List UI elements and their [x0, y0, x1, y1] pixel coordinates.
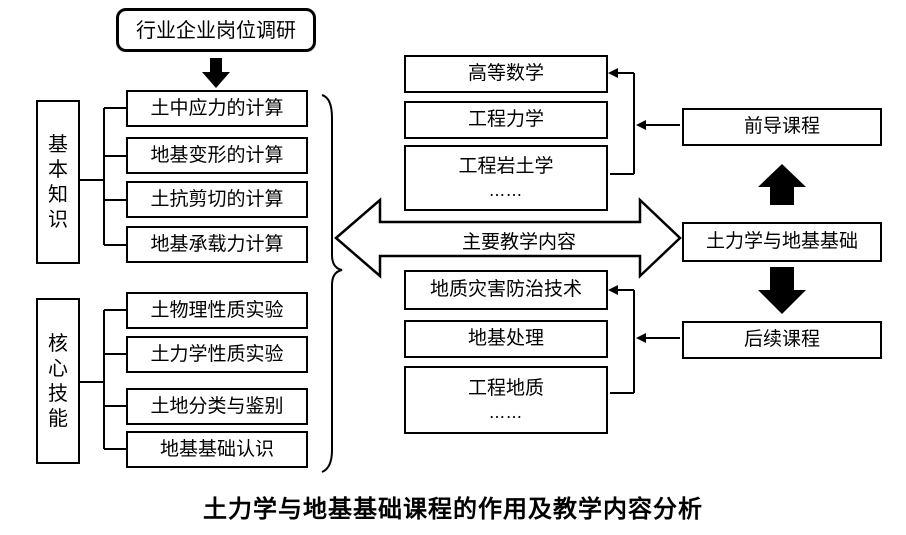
- followup-course: 工程地质 ……: [404, 366, 608, 434]
- skill-item-label: 土力学性质实验: [150, 342, 284, 365]
- prerequisite-label: 前导课程: [743, 115, 820, 138]
- center-course-box: 土力学与地基基础: [682, 222, 882, 262]
- knowledge-item-label: 土中应力的计算: [150, 96, 284, 119]
- course-label: 高等数学: [467, 62, 544, 85]
- skill-item-label: 土地分类与鉴别: [150, 394, 284, 417]
- skill-item-label: 土物理性质实验: [150, 298, 284, 321]
- knowledge-char: 识: [48, 207, 68, 231]
- skills-char: 技: [48, 381, 68, 405]
- followup-course: 地基处理: [404, 320, 608, 358]
- knowledge-item-label: 地基变形的计算: [150, 143, 284, 166]
- knowledge-char: 本: [48, 157, 68, 181]
- figure-caption: 土力学与地基基础课程的作用及教学内容分析: [203, 495, 703, 523]
- knowledge-char: 基: [48, 132, 68, 156]
- industry-survey-label: 行业企业岗位调研: [136, 17, 296, 42]
- more-ellipsis: ……: [489, 180, 523, 200]
- content-brace: [321, 94, 343, 473]
- knowledge-item-label: 土抗剪切的计算: [150, 187, 284, 210]
- survey-down-arrow: [202, 58, 230, 88]
- knowledge-item: 地基变形的计算: [126, 137, 308, 174]
- skills-connector: [80, 309, 126, 450]
- prerequisite-course: 工程岩土学 ……: [404, 145, 608, 211]
- prerequisite-course: 工程力学: [404, 101, 608, 139]
- skills-char: 能: [48, 406, 68, 430]
- prerequisite-label-box: 前导课程: [682, 108, 882, 146]
- prerequisite-course: 高等数学: [404, 55, 608, 93]
- course-label: 工程地质: [467, 376, 544, 399]
- more-ellipsis: ……: [489, 402, 523, 422]
- followup-course: 地质灾害防治技术: [404, 270, 608, 310]
- up-arrow-to-prerequisite: [758, 164, 806, 205]
- knowledge-char: 知: [48, 182, 68, 206]
- skill-item-label: 地基基础认识: [159, 437, 274, 460]
- industry-survey-box: 行业企业岗位调研: [116, 8, 316, 52]
- knowledge-connector: [80, 107, 126, 246]
- prerequisite-bracket: [610, 73, 635, 175]
- knowledge-item: 地基承载力计算: [126, 226, 308, 263]
- center-course-label: 土力学与地基基础: [705, 230, 858, 253]
- course-label: 工程力学: [467, 108, 544, 131]
- followup-bracket: [610, 290, 635, 394]
- skill-item: 土力学性质实验: [126, 336, 308, 373]
- knowledge-item-label: 地基承载力计算: [150, 232, 284, 255]
- content-double-arrow: [334, 197, 682, 279]
- skill-item: 土地分类与鉴别: [126, 388, 308, 425]
- main-content-label: 主要教学内容: [461, 231, 576, 253]
- course-label: 工程岩土学: [458, 154, 554, 177]
- knowledge-group-label: 基 本 知 识: [36, 100, 80, 264]
- course-label: 地基处理: [467, 327, 544, 350]
- skills-group-label: 核 心 技 能: [36, 298, 80, 464]
- knowledge-item: 土中应力的计算: [126, 90, 308, 127]
- skill-item: 土物理性质实验: [126, 292, 308, 329]
- course-label: 地质灾害防治技术: [429, 278, 582, 301]
- followup-label: 后续课程: [743, 328, 820, 351]
- skill-item: 地基基础认识: [126, 431, 308, 468]
- followup-label-box: 后续课程: [682, 321, 882, 359]
- down-arrow-to-followup: [758, 267, 806, 314]
- knowledge-item: 土抗剪切的计算: [126, 181, 308, 218]
- skills-char: 核: [48, 331, 68, 355]
- skills-char: 心: [48, 356, 68, 380]
